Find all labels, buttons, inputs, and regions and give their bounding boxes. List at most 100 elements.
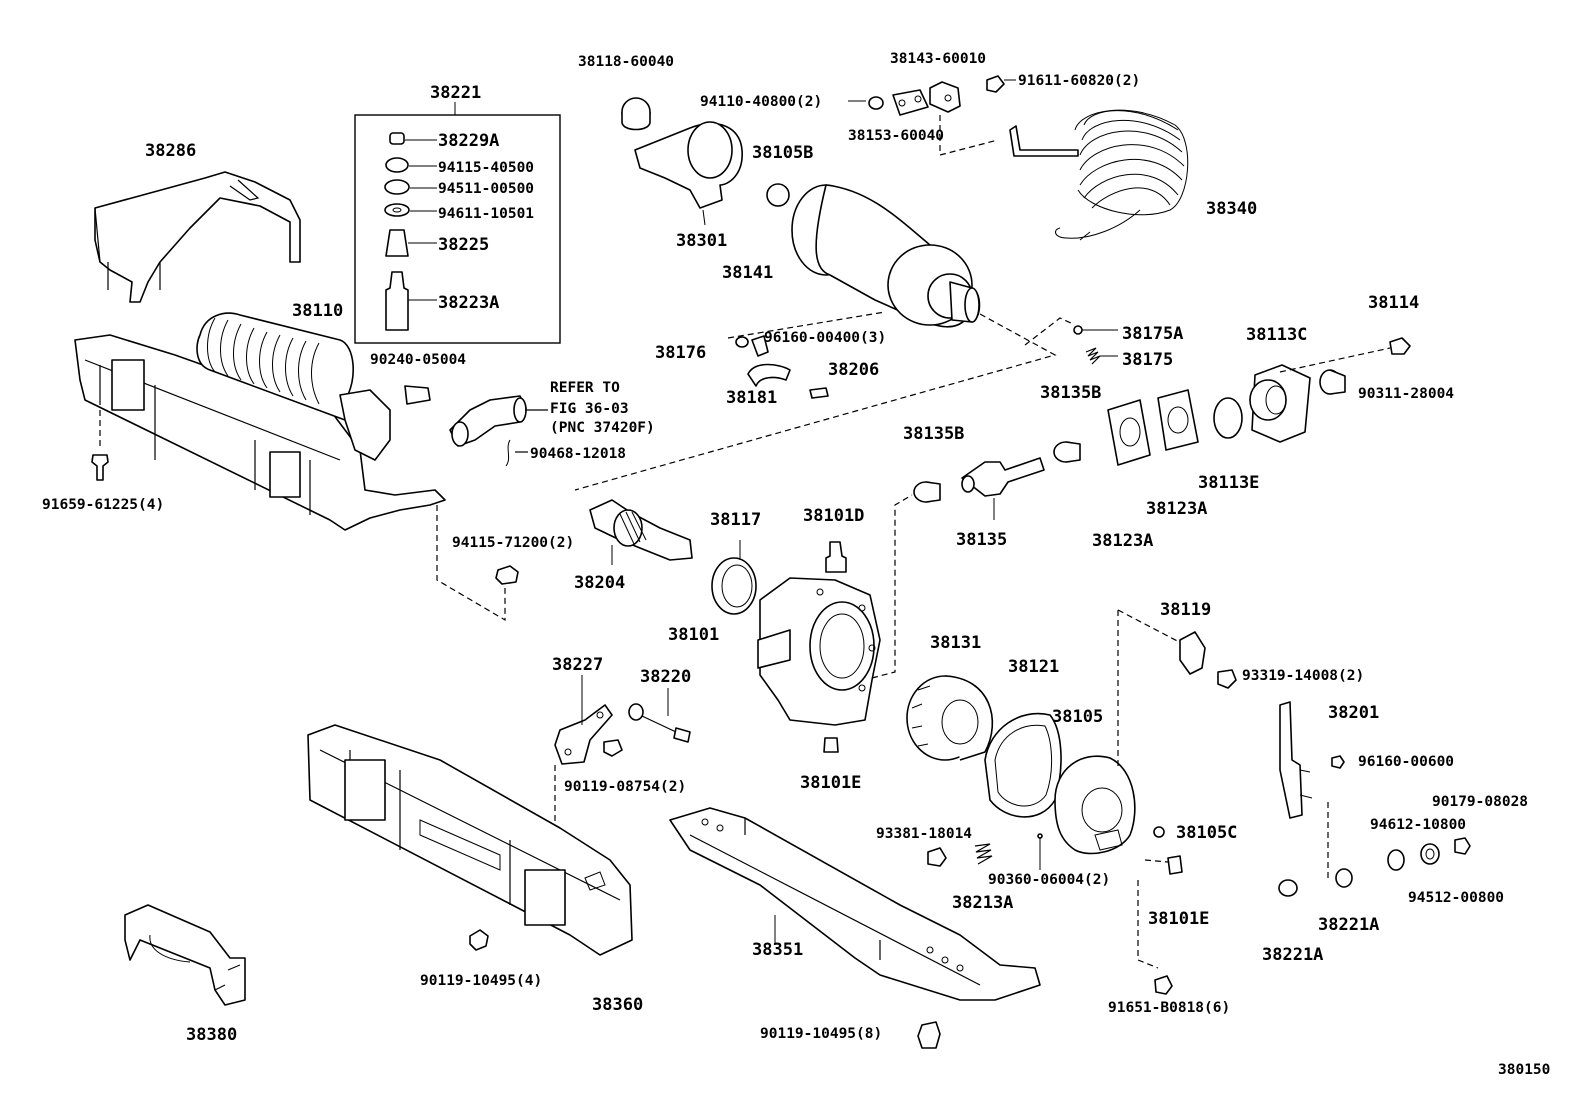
callout-38201: 38201 bbox=[1328, 703, 1379, 723]
callout-38227: 38227 bbox=[552, 655, 603, 675]
bolt-90119-10495-a bbox=[469, 929, 489, 951]
refer-line1: REFER TO bbox=[550, 380, 620, 396]
bolt-91651 bbox=[1154, 975, 1173, 995]
part-38286-cover bbox=[94, 171, 301, 303]
callout-38360: 38360 bbox=[592, 995, 643, 1015]
washer-94612 bbox=[1387, 849, 1405, 871]
part-38123A-gasket-a bbox=[1107, 399, 1151, 466]
part-38121-gasket bbox=[984, 712, 1062, 818]
callout-38175: 38175 bbox=[1122, 350, 1173, 370]
callout-38123A-a: 38123A bbox=[1092, 531, 1153, 551]
callout-38181: 38181 bbox=[726, 388, 777, 408]
callout-90311-28004: 90311-28004 bbox=[1358, 386, 1454, 402]
callout-38117: 38117 bbox=[710, 510, 761, 530]
part-38113C-cover bbox=[1249, 364, 1311, 443]
part-washer-94110 bbox=[848, 96, 884, 110]
callout-94611-10501: 94611-10501 bbox=[438, 206, 534, 222]
callout-38340: 38340 bbox=[1206, 199, 1257, 219]
part-38206 bbox=[747, 363, 791, 387]
bolt-91611 bbox=[986, 75, 1005, 93]
callout-38105C: 38105C bbox=[1176, 823, 1237, 843]
callout-38221A-b: 38221A bbox=[1318, 915, 1379, 935]
callout-90119-10495-b: 90119-10495(8) bbox=[760, 1026, 882, 1042]
callout-38113C: 38113C bbox=[1246, 325, 1307, 345]
part-38113E-oring bbox=[1213, 397, 1243, 439]
callout-38206: 38206 bbox=[828, 360, 879, 380]
part-38181-pin bbox=[809, 387, 829, 399]
callout-90240-05004: 90240-05004 bbox=[370, 352, 466, 368]
part-38221A-b bbox=[1335, 868, 1353, 888]
callout-38221A-a: 38221A bbox=[1262, 945, 1323, 965]
callout-38301: 38301 bbox=[676, 231, 727, 251]
refer-line3: (PNC 37420F) bbox=[550, 420, 655, 436]
callout-38175A: 38175A bbox=[1122, 324, 1183, 344]
part-38360-crossmember bbox=[307, 724, 633, 956]
nut-90179 bbox=[1454, 837, 1471, 855]
bolt-93381 bbox=[927, 847, 947, 867]
callout-38118-60040: 38118-60040 bbox=[578, 54, 674, 70]
callout-94115-71200: 94115-71200(2) bbox=[452, 535, 574, 551]
part-38117-seal bbox=[711, 557, 757, 615]
diagram-code: 380150 bbox=[1498, 1062, 1550, 1078]
callout-38204: 38204 bbox=[574, 573, 625, 593]
callout-38114: 38114 bbox=[1368, 293, 1419, 313]
bolt-38114 bbox=[1389, 337, 1411, 355]
part-38110-frame bbox=[74, 312, 446, 531]
part-universal-joint bbox=[404, 385, 527, 467]
part-38105-cover bbox=[1054, 755, 1136, 855]
bolt-90119-10495-b bbox=[917, 1021, 941, 1049]
part-38204-pinion bbox=[589, 499, 693, 561]
part-38301-bracket bbox=[634, 121, 743, 226]
callout-90468-12018: 90468-12018 bbox=[530, 446, 626, 462]
callout-94115-40500: 94115-40500 bbox=[438, 160, 534, 176]
bolt-91659 bbox=[91, 454, 109, 481]
callout-38101E-b: 38101E bbox=[1148, 909, 1209, 929]
part-38201-arm bbox=[1279, 701, 1313, 819]
part-38141-housing bbox=[791, 184, 981, 328]
refer-line2: FIG 36-03 bbox=[550, 401, 629, 417]
callout-38113E: 38113E bbox=[1198, 473, 1259, 493]
callout-38135B-b: 38135B bbox=[1040, 383, 1101, 403]
callout-38119: 38119 bbox=[1160, 600, 1211, 620]
callout-38351: 38351 bbox=[752, 940, 803, 960]
callout-90179-08028: 90179-08028 bbox=[1432, 794, 1528, 810]
plug-38101E-a bbox=[823, 737, 839, 753]
part-38221A-a bbox=[1278, 879, 1298, 897]
callout-38220: 38220 bbox=[640, 667, 691, 687]
part-38153-plate bbox=[892, 89, 929, 116]
refer-note: REFER TO FIG 36-03 (PNC 37420F) bbox=[550, 380, 655, 436]
callout-94110-40800: 94110-40800(2) bbox=[700, 94, 822, 110]
callout-90119-10495-a: 90119-10495(4) bbox=[420, 973, 542, 989]
callout-38101D: 38101D bbox=[803, 506, 864, 526]
callout-38110: 38110 bbox=[292, 301, 343, 321]
callout-96160-00400: 96160-00400(3) bbox=[764, 330, 886, 346]
callout-94512-00800: 94512-00800 bbox=[1408, 890, 1504, 906]
callout-38141: 38141 bbox=[722, 263, 773, 283]
part-38131-sprocket bbox=[906, 675, 994, 761]
callout-93319-14008: 93319-14008(2) bbox=[1242, 668, 1364, 684]
callout-38176: 38176 bbox=[655, 343, 706, 363]
part-38105C bbox=[1153, 826, 1165, 838]
bolt-38101D bbox=[825, 541, 847, 573]
part-38135B-bushing-a bbox=[913, 481, 941, 503]
callout-90360-06004: 90360-06004(2) bbox=[988, 872, 1110, 888]
nut-96160-00600 bbox=[1331, 755, 1345, 769]
callout-38105: 38105 bbox=[1052, 707, 1103, 727]
callout-38223A: 38223A bbox=[438, 293, 499, 313]
callout-90119-08754: 90119-08754(2) bbox=[564, 779, 686, 795]
callout-38131: 38131 bbox=[930, 633, 981, 653]
callout-38213A: 38213A bbox=[952, 893, 1013, 913]
callout-labels: 382863822138229A94115-4050094511-0050094… bbox=[42, 51, 1528, 1045]
part-38119-clip bbox=[1179, 631, 1206, 675]
callout-38101: 38101 bbox=[668, 625, 719, 645]
washer-94512 bbox=[1420, 843, 1440, 865]
part-38380-bracket bbox=[124, 904, 246, 1006]
part-38143-bracket bbox=[929, 81, 961, 113]
callout-93381-18014: 93381-18014 bbox=[876, 826, 972, 842]
callout-96160-00600: 96160-00600 bbox=[1358, 754, 1454, 770]
part-38220-rod bbox=[628, 703, 691, 743]
callout-38105B: 38105B bbox=[752, 143, 813, 163]
bolt-93319 bbox=[1217, 669, 1237, 689]
callout-38135: 38135 bbox=[956, 530, 1007, 550]
